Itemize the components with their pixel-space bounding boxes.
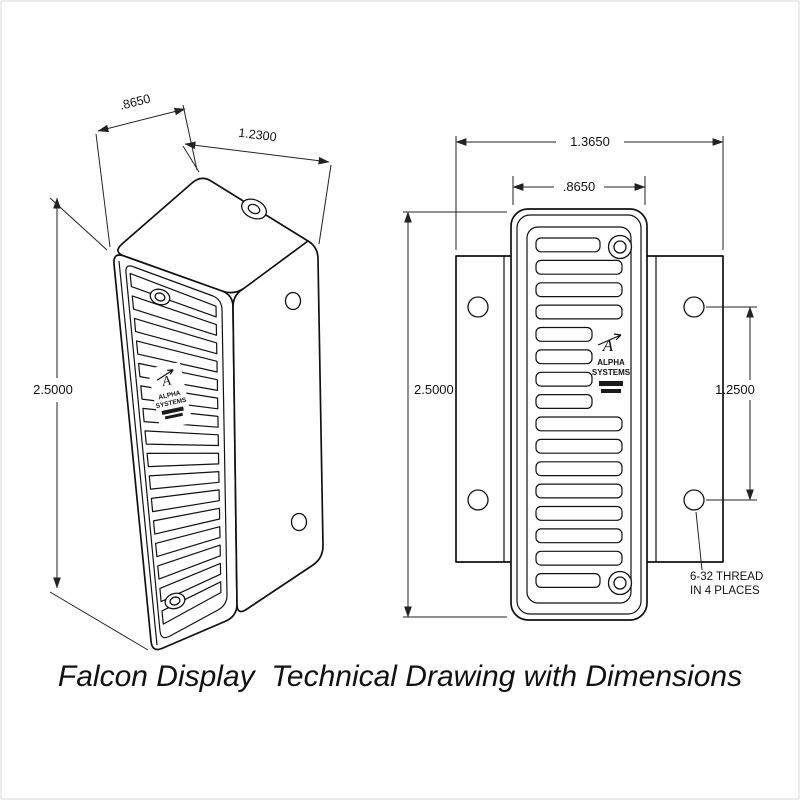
vent-slat bbox=[131, 295, 218, 336]
brand-mark bbox=[601, 389, 621, 393]
iso-dim-height: 2.5000 bbox=[33, 197, 149, 651]
drawing-caption: Falcon Display Technical Drawing with Di… bbox=[58, 660, 742, 693]
vent-slat bbox=[129, 272, 217, 318]
iso-edge-contour bbox=[118, 260, 158, 646]
vent-slat bbox=[150, 489, 220, 513]
vent-slat bbox=[535, 416, 623, 432]
vent-slat bbox=[535, 438, 623, 454]
brand-name-line1: ALPHA bbox=[597, 358, 625, 367]
iso-dim-depth-label: 1.2300 bbox=[238, 126, 278, 145]
iso-brand-logo: A ALPHA SYSTEMS bbox=[147, 362, 193, 430]
vent-slat bbox=[152, 507, 221, 535]
front-screw-hole-bottom bbox=[607, 570, 633, 596]
iso-vent-bezel bbox=[125, 265, 228, 639]
vent-slat bbox=[535, 259, 623, 275]
iso-top-button bbox=[241, 198, 267, 220]
front-mount-hole-top-right bbox=[683, 296, 705, 318]
alpha-glyph: A bbox=[160, 374, 173, 391]
iso-vent-screw-hole-top bbox=[149, 288, 171, 306]
vent-slat bbox=[535, 326, 593, 342]
alpha-glyph: A bbox=[602, 336, 614, 355]
front-view: A ALPHA SYSTEMS 1.3650 bbox=[403, 134, 763, 621]
vent-slat bbox=[159, 562, 222, 603]
alpha-arrow-icon bbox=[156, 369, 174, 381]
vent-slat bbox=[144, 430, 219, 447]
front-dim-hole-spacing: 1.2500 bbox=[706, 306, 757, 501]
vent-slat bbox=[135, 340, 218, 373]
vent-slat bbox=[535, 572, 601, 588]
alpha-arrow-icon bbox=[597, 333, 622, 346]
front-dim-body-width: .8650 bbox=[512, 176, 646, 205]
vent-slat bbox=[535, 282, 623, 298]
brand-mark bbox=[599, 381, 623, 386]
vent-slat bbox=[535, 394, 593, 410]
iso-side-hole-top bbox=[284, 291, 302, 311]
front-dim-height-label: 2.5000 bbox=[414, 382, 454, 397]
brand-mark bbox=[161, 406, 184, 415]
front-vent-slats bbox=[535, 237, 623, 588]
vent-slat bbox=[535, 237, 601, 253]
vent-slat bbox=[146, 452, 220, 468]
iso-side-face bbox=[232, 240, 324, 613]
vent-slat bbox=[148, 471, 220, 490]
front-screw-hole-top bbox=[607, 234, 633, 260]
vent-slat bbox=[535, 304, 623, 320]
iso-dim-height-label: 2.5000 bbox=[33, 382, 73, 397]
front-dim-height: 2.5000 bbox=[403, 211, 507, 618]
front-body-inner-line bbox=[516, 214, 642, 615]
front-dim-overall-width: 1.3650 bbox=[455, 134, 724, 250]
front-mount-hole-top-left bbox=[467, 296, 489, 318]
iso-vent-screw-hole-bottom bbox=[164, 592, 186, 610]
front-dim-hole-spacing-label: 1.2500 bbox=[715, 382, 755, 397]
vent-slat bbox=[155, 526, 221, 558]
iso-side-hole-bottom bbox=[290, 512, 308, 532]
front-brand-logo: A ALPHA SYSTEMS bbox=[592, 333, 631, 393]
front-dim-body-width-label: .8650 bbox=[563, 179, 596, 194]
vent-slat bbox=[161, 581, 222, 625]
iso-dim-depth: 1.2300 bbox=[182, 126, 332, 245]
vent-slat bbox=[133, 317, 218, 355]
front-mount-hole-bottom-right bbox=[683, 489, 705, 511]
front-dim-overall-width-label: 1.3650 bbox=[570, 134, 610, 149]
thread-note-line1: 6-32 THREAD bbox=[690, 571, 763, 583]
vent-slat bbox=[535, 349, 593, 365]
brand-name-line2: SYSTEMS bbox=[592, 368, 631, 377]
iso-dim-width-label: .8650 bbox=[118, 92, 152, 113]
front-vent-frame bbox=[526, 226, 632, 604]
vent-slat bbox=[535, 528, 623, 544]
brand-mark bbox=[164, 412, 183, 420]
vent-slat bbox=[157, 544, 221, 580]
vent-slat bbox=[535, 461, 623, 477]
isometric-view: A ALPHA SYSTEMS .8650 bbox=[33, 92, 332, 651]
vent-slat bbox=[535, 371, 593, 387]
vent-slat bbox=[535, 483, 623, 499]
thread-note-line2: IN 4 PLACES bbox=[690, 585, 760, 597]
vent-slat bbox=[535, 505, 623, 521]
leader-line bbox=[695, 511, 703, 571]
brand-name-line1: ALPHA bbox=[158, 390, 182, 402]
vent-slat bbox=[535, 550, 623, 566]
front-mount-hole-bottom-left bbox=[467, 489, 489, 511]
front-thread-callout: 6-32 THREAD IN 4 PLACES bbox=[690, 511, 763, 597]
